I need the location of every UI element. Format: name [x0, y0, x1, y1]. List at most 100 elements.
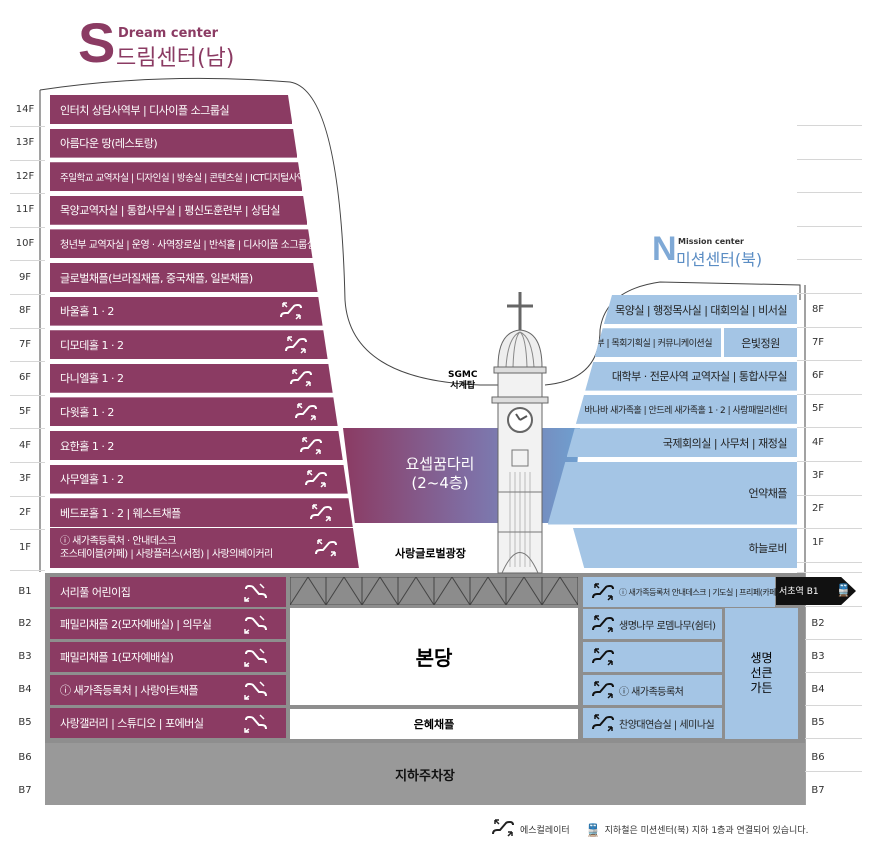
floor-12f-left: 주일학교 교역자실 | 디자인실 | 방송실 | 콘텐츠실 | ICT디지털사역…: [50, 162, 303, 192]
truss-bridge: [290, 577, 578, 605]
floor-rooms: 요한홀 1 · 2: [60, 439, 114, 453]
floor-divider: [797, 461, 862, 462]
floor-divider: [797, 705, 862, 706]
escalator-icon: [243, 713, 269, 733]
floor-label-6f-right: 6F: [811, 370, 825, 382]
bridge-name: 요셉꿈다리: [405, 455, 475, 473]
floor-8f-left: 바울홀 1 · 2: [50, 296, 323, 326]
escalator-legend-icon: [490, 818, 516, 841]
floor-b2-left: 패밀리채플 2(모자예배실) | 의무실: [50, 609, 286, 639]
floor-rooms: 찬양대연습실 | 세미나실: [619, 719, 715, 731]
floor-divider: [797, 125, 862, 126]
floor-b5-right: 찬양대연습실 | 세미나실: [583, 708, 722, 738]
escalator-icon: [243, 680, 269, 700]
floor-label-6f: 6F: [18, 372, 32, 384]
floor-rooms: 목양실 | 행정목사실 | 대회의실 | 비서실: [615, 303, 787, 317]
floor-label-5f-right: 5F: [811, 403, 825, 415]
floor-rooms: ⓘ 새가족등록처 · 안내데스크: [60, 536, 176, 547]
floor-divider: [10, 462, 45, 463]
legend: 에스컬레이터 🚆 지하철은 미션센터(북) 지하 1층과 연결되어 있습니다.: [490, 818, 808, 841]
legend-subway-note: 지하철은 미션센터(북) 지하 1층과 연결되어 있습니다.: [604, 826, 809, 836]
escalator-icon: [590, 582, 616, 602]
floor-10f-left: 청년부 교역자실 | 운영 · 사역장로실 | 반석홀 | 디사이플 소그룹실: [50, 229, 316, 259]
floor-label-b3-right: B3: [811, 651, 825, 662]
floor-4f-right: 국제회의실 | 사무처 | 재정실: [566, 428, 797, 458]
floor-rooms: 글로벌선교부 | 목회기획실 | 커뮤니케이션실: [557, 339, 713, 350]
floor-label-1f: 1F: [18, 542, 32, 553]
parking-area: 지하주차장: [45, 743, 805, 805]
escalator-icon: [303, 469, 329, 489]
floor-label-1f-right: 1F: [811, 536, 825, 548]
floor-label-8f-right: 8F: [811, 303, 825, 315]
escalator-icon: [283, 335, 309, 355]
floor-rooms: 대학부 · 전문사역 교역자실 | 통합사무실: [611, 370, 788, 384]
floor-divider: [797, 771, 862, 772]
floor-rooms: 다니엘홀 1 · 2: [60, 372, 124, 386]
floor-divider: [10, 361, 45, 363]
floor-13f-left: 아름다운 땅(레스토랑): [50, 128, 298, 158]
floor-divider: [10, 327, 45, 329]
north-korean-title: 미션센터(북): [676, 250, 763, 269]
floor-9f-left: 글로벌채플(브라질채플, 중국채플, 일본채플): [50, 263, 318, 292]
escalator-icon: [590, 614, 616, 634]
floor-label-b5: B5: [18, 717, 32, 728]
floor-b4-left: ⓘ 새가족등록처 | 사랑아트채플: [50, 675, 286, 705]
floor-rooms: 다윗홀 1 · 2: [60, 405, 114, 419]
floor-divider: [797, 494, 862, 496]
floor-divider: [797, 158, 862, 160]
floor-label-b2-right: B2: [811, 618, 825, 629]
floor-divider: [797, 259, 862, 261]
tower-label-en: SGMC: [448, 370, 478, 380]
floor-divider: [797, 672, 862, 673]
train-legend-icon: 🚆: [585, 822, 601, 837]
floor-divider: [10, 260, 45, 262]
floor-label-b1: B1: [18, 586, 32, 597]
floor-rooms: ⓘ 새가족등록처 안내데스크 | 기도실 | 프리페(카페): [619, 587, 779, 597]
floor-label-2f-right: 2F: [811, 503, 825, 515]
floor-rooms: 아름다운 땅(레스토랑): [60, 137, 158, 151]
floor-label-2f: 2F: [18, 506, 32, 518]
floor-5f-left: 다윗홀 1 · 2: [50, 397, 338, 427]
south-english-title: Dream center: [118, 26, 219, 41]
silver-garden: 은빛정원: [721, 328, 797, 358]
escalator-icon: [590, 713, 616, 733]
floor-divider: [797, 393, 862, 395]
floor-14f-left: 인터치 상담사역부 | 디사이플 소그룹실: [50, 95, 293, 124]
floor-b5-left: 사랑갤러리 | 스튜디오 | 포에버실: [50, 708, 286, 738]
floor-rooms: 청년부 교역자실 | 운영 · 사역장로실 | 반석홀 | 디사이플 소그룹실: [60, 240, 316, 252]
floor-rooms: 국제회의실 | 사무처 | 재정실: [662, 436, 788, 450]
escalator-icon: [278, 301, 304, 321]
escalator-icon: [590, 647, 616, 667]
floor-label-11f: 11F: [15, 204, 35, 216]
floor-b1-right: ⓘ 새가족등록처 안내데스크 | 기도실 | 프리페(카페): [583, 577, 779, 607]
floor-b1-left: 서리풀 어린이집: [50, 577, 286, 607]
escalator-icon: [313, 538, 339, 558]
floor-divider: [10, 159, 45, 161]
escalator-icon: [590, 680, 616, 700]
floor-divider: [10, 226, 45, 228]
floor-3f-right: 언약채플: [547, 461, 797, 525]
tower-label-ko: 시계탑: [450, 381, 476, 391]
floor-rooms: 바나바 새가족홀 | 안드레 새가족홀 1 · 2 | 사랑패밀리센터: [584, 405, 787, 416]
floor-rooms-2: 조스테이블(카페) | 사랑플러스(서점) | 사랑의베이커리: [60, 549, 273, 560]
floor-divider: [797, 360, 862, 362]
floor-label-7f-right: 7F: [811, 336, 825, 348]
floor-11f-left: 목양교역자실 | 통합사무실 | 평신도훈련부 | 상담실: [50, 195, 308, 225]
floor-6f-left: 다니엘홀 1 · 2: [50, 363, 333, 393]
floor-label-9f: 9F: [18, 271, 32, 283]
floor-divider: [797, 293, 862, 294]
floor-label-b7-right: B7: [811, 785, 825, 796]
floor-divider: [797, 738, 862, 739]
floor-divider: [10, 193, 45, 195]
global-plaza-label: 사랑글로벌광장: [395, 547, 466, 560]
floor-label-b2: B2: [18, 618, 32, 629]
bridge-label: 요셉꿈다리 (2~4층): [385, 455, 495, 493]
floor-divider: [10, 428, 45, 430]
floor-b4-right: ⓘ 새가족등록처: [583, 675, 722, 705]
floor-label-5f: 5F: [18, 405, 32, 417]
subway-label: 서초역 B1: [779, 587, 819, 597]
floor-3f-left: 사무엘홀 1 · 2: [50, 464, 348, 494]
floor-label-14f: 14F: [15, 103, 35, 115]
